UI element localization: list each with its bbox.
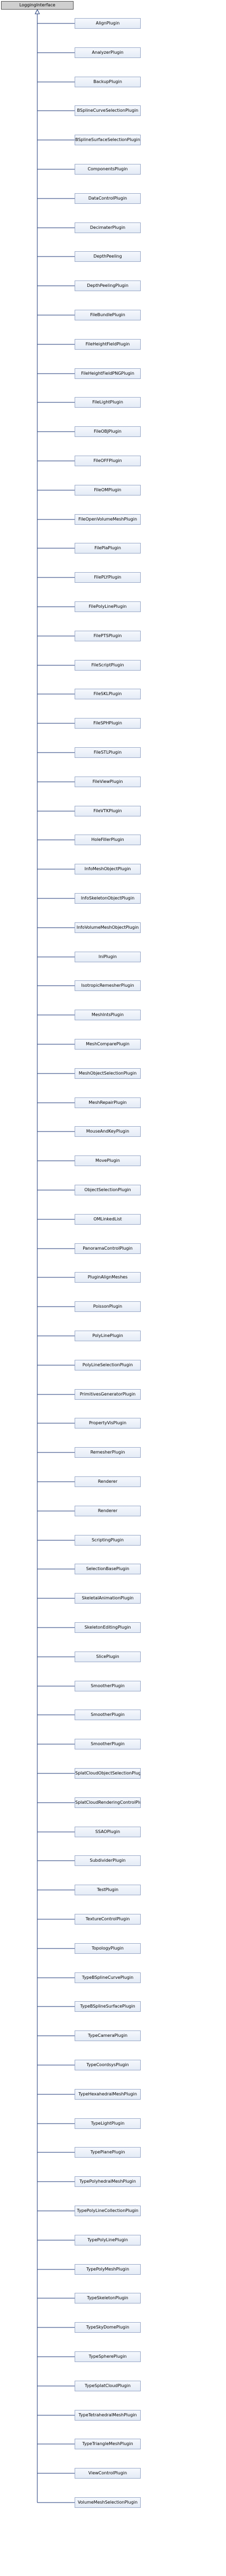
derived-class-node[interactable]: BSplineSurfaceSelectionPlugin — [75, 135, 141, 145]
derived-class-node[interactable]: TypeSpherePlugin — [75, 2351, 141, 2362]
derived-class-node[interactable]: DepthPeelingPlugin — [75, 280, 141, 291]
derived-class-node[interactable]: PropertyVisPlugin — [75, 1418, 141, 1429]
derived-class-node[interactable]: FileSPHPlugin — [75, 718, 141, 729]
derived-class-node[interactable]: FileLightPlugin — [75, 397, 141, 408]
derived-class-node[interactable]: SplatCloudObjectSelectionPlugin — [75, 1768, 141, 1779]
derived-class-node[interactable]: BSplineCurveSelectionPlugin — [75, 105, 141, 116]
derived-class-node[interactable]: SmootherPlugin — [75, 1710, 141, 1720]
inheritance-arrowhead — [35, 9, 40, 14]
derived-class-node[interactable]: TypeCoordsysPlugin — [75, 2060, 141, 2070]
derived-class-node[interactable]: TextureControlPlugin — [75, 1914, 141, 1925]
derived-class-node[interactable]: MeshObjectSelectionPlugin — [75, 1068, 141, 1079]
derived-class-node[interactable]: DepthPeeling — [75, 251, 141, 262]
derived-class-node[interactable]: InfoMeshObjectPlugin — [75, 864, 141, 874]
derived-class-node[interactable]: SelectionBasePlugin — [75, 1564, 141, 1574]
derived-class-node[interactable]: MeshRepairPlugin — [75, 1097, 141, 1108]
derived-class-node[interactable]: IsotropicRemesherPlugin — [75, 980, 141, 991]
derived-class-node[interactable]: FileHeightFieldPlugin — [75, 339, 141, 350]
derived-class-node[interactable]: TypePolyLineCollectionPlugin — [75, 2206, 141, 2216]
derived-class-node[interactable]: FileBundlePlugin — [75, 310, 141, 320]
derived-class-node[interactable]: SSAOPlugin — [75, 1827, 141, 1837]
derived-class-node[interactable]: FileSKLPlugin — [75, 689, 141, 699]
derived-class-node[interactable]: FilePLYPlugin — [75, 572, 141, 583]
derived-class-node[interactable]: PolyLinePlugin — [75, 1331, 141, 1341]
derived-class-node[interactable]: Renderer — [75, 1506, 141, 1516]
derived-class-node[interactable]: TypeBSplineSurfacePlugin — [75, 2001, 141, 2012]
derived-class-node[interactable]: SmootherPlugin — [75, 1681, 141, 1691]
derived-class-node[interactable]: PolyLineSelectionPlugin — [75, 1360, 141, 1370]
derived-class-node[interactable]: PoissonPlugin — [75, 1301, 141, 1312]
derived-class-node[interactable]: TypeSplatCloudPlugin — [75, 2381, 141, 2391]
derived-class-node[interactable]: ObjectSelectionPlugin — [75, 1185, 141, 1195]
derived-class-node[interactable]: TypeTriangleMeshPlugin — [75, 2439, 141, 2449]
derived-class-node[interactable]: OMLinkedList — [75, 1214, 141, 1225]
derived-class-node[interactable]: TypePolyLinePlugin — [75, 2235, 141, 2245]
base-class-node[interactable]: LoggingInterface — [1, 1, 74, 10]
derived-class-node[interactable]: FileVTKPlugin — [75, 806, 141, 816]
derived-class-node[interactable]: FileOpenVolumeMeshPlugin — [75, 514, 141, 525]
derived-class-node[interactable]: HoleFillerPlugin — [75, 835, 141, 845]
derived-class-node[interactable]: TypePlanePlugin — [75, 2147, 141, 2158]
derived-class-node[interactable]: InfoVolumeMeshObjectPlugin — [75, 922, 141, 933]
derived-class-node[interactable]: FilePlaPlugin — [75, 543, 141, 554]
derived-class-node[interactable]: TypeSkyDomePlugin — [75, 2322, 141, 2333]
derived-class-node[interactable]: SlicePlugin — [75, 1652, 141, 1662]
derived-class-node[interactable]: FileScriptPlugin — [75, 660, 141, 671]
derived-class-node[interactable]: SkeletonEditingPlugin — [75, 1622, 141, 1633]
derived-class-node[interactable]: RemesherPlugin — [75, 1447, 141, 1458]
derived-class-node[interactable]: TypeBSplineCurvePlugin — [75, 1972, 141, 1983]
derived-class-node[interactable]: InfoSkeletonObjectPlugin — [75, 893, 141, 904]
derived-class-node[interactable]: FilePolyLinePlugin — [75, 601, 141, 612]
derived-class-node[interactable]: SkeletalAnimationPlugin — [75, 1593, 141, 1604]
derived-class-node[interactable]: AlignPlugin — [75, 18, 141, 29]
derived-class-node[interactable]: TypePolyMeshPlugin — [75, 2264, 141, 2275]
derived-class-node[interactable]: TypeHexahedralMeshPlugin — [75, 2089, 141, 2100]
derived-class-node[interactable]: DecimaterPlugin — [75, 222, 141, 233]
derived-class-node[interactable]: FileOBJPlugin — [75, 426, 141, 437]
derived-class-node[interactable]: TypeCameraPlugin — [75, 2030, 141, 2041]
derived-class-node[interactable]: FileOMPlugin — [75, 485, 141, 496]
derived-class-node[interactable]: ViewControlPlugin — [75, 2468, 141, 2479]
derived-class-node[interactable]: PluginAlignMeshes — [75, 1272, 141, 1283]
derived-class-node[interactable]: TopologyPlugin — [75, 1943, 141, 1954]
derived-class-node[interactable]: FilePTSPlugin — [75, 631, 141, 641]
derived-class-node[interactable]: SplatCloudRenderingControlPlugin — [75, 1797, 141, 1808]
derived-class-node[interactable]: SmootherPlugin — [75, 1739, 141, 1749]
derived-class-node[interactable]: Renderer — [75, 1476, 141, 1487]
derived-class-node[interactable]: DataControlPlugin — [75, 193, 141, 204]
derived-class-node[interactable]: PrimitivesGeneratorPlugin — [75, 1389, 141, 1400]
derived-class-node[interactable]: FileSTLPlugin — [75, 747, 141, 758]
derived-class-node[interactable]: TypePolyhedralMeshPlugin — [75, 2176, 141, 2187]
derived-class-node[interactable]: FileOFFPlugin — [75, 456, 141, 466]
derived-class-node[interactable]: PanoramaControlPlugin — [75, 1243, 141, 1254]
derived-class-node[interactable]: MovePlugin — [75, 1155, 141, 1166]
derived-class-node[interactable]: TestPlugin — [75, 1885, 141, 1895]
derived-class-node[interactable]: BackupPlugin — [75, 77, 141, 87]
derived-class-node[interactable]: AnalyzerPlugin — [75, 47, 141, 58]
derived-class-node[interactable]: FileViewPlugin — [75, 777, 141, 787]
derived-class-node[interactable]: TypeLightPlugin — [75, 2118, 141, 2129]
derived-class-node[interactable]: ScriptingPlugin — [75, 1535, 141, 1546]
derived-class-node[interactable]: SubdividerPlugin — [75, 1855, 141, 1866]
derived-class-node[interactable]: IniPlugin — [75, 952, 141, 962]
derived-class-node[interactable]: ComponentsPlugin — [75, 164, 141, 175]
derived-class-node[interactable]: TypeSkeletonPlugin — [75, 2293, 141, 2303]
derived-class-node[interactable]: MeshComparePlugin — [75, 1039, 141, 1050]
derived-class-node[interactable]: VolumeMeshSelectionPlugin — [75, 2497, 141, 2508]
derived-class-node[interactable]: MeshIntsPlugin — [75, 1010, 141, 1020]
derived-class-node[interactable]: MouseAndKeyPlugin — [75, 1126, 141, 1137]
derived-class-node[interactable]: TypeTetrahedralMeshPlugin — [75, 2410, 141, 2421]
derived-class-node[interactable]: FileHeightFieldPNGPlugin — [75, 368, 141, 379]
